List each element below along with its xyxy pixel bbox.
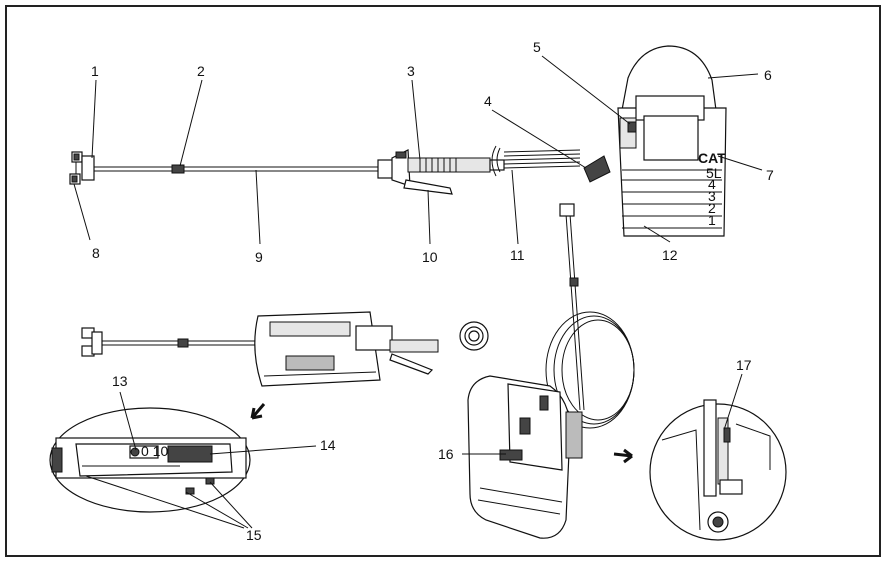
callout-5: 5 [533, 39, 541, 55]
arrow-detail-right [613, 448, 633, 464]
callout-6: 6 [764, 67, 772, 83]
tank-scale-5l: 5L [706, 165, 722, 181]
callout-10: 10 [422, 249, 438, 265]
tank-scale-2: 2 [708, 200, 716, 216]
hose-coil [491, 145, 581, 177]
leader-lines [73, 55, 763, 529]
callout-12: 12 [662, 247, 678, 263]
callout-17: 17 [736, 357, 752, 373]
callout-11: 11 [510, 247, 525, 263]
callout-16: 16 [438, 446, 454, 462]
tank: CAT 5L 4 3 2 1 [583, 45, 727, 237]
assembled-sprayer [81, 311, 489, 387]
tank-brand: CAT [698, 150, 726, 166]
detail-handle [167, 445, 213, 463]
gauge-label: 0 10 [141, 443, 168, 459]
tank-scale-3: 3 [708, 188, 716, 204]
arrow-detail-left [250, 403, 266, 420]
callout-2: 2 [197, 63, 205, 79]
lance-connector [171, 164, 185, 174]
callout-9: 9 [255, 249, 263, 265]
callout-8: 8 [92, 245, 100, 261]
callout-13: 13 [112, 373, 128, 389]
callout-14: 14 [320, 437, 336, 453]
filter-cap [583, 155, 611, 183]
spray-handle [377, 149, 505, 195]
tank-scale-1: 1 [708, 212, 716, 228]
callout-15: 15 [246, 527, 262, 543]
callout-numbers: 1 2 3 4 5 6 7 8 9 10 11 12 13 14 15 16 1… [91, 39, 774, 543]
callout-3: 3 [407, 63, 415, 79]
tank-latch [627, 121, 637, 133]
backpack-sprayer [467, 203, 635, 539]
tank-scale-4: 4 [708, 176, 716, 192]
callout-7: 7 [766, 167, 774, 183]
detail-circle-right [649, 399, 787, 541]
callout-4: 4 [484, 93, 492, 109]
bag-latch [499, 449, 523, 461]
wand-assembly [69, 145, 581, 195]
callout-1: 1 [91, 63, 99, 79]
detail-oval-left: 0 10 [49, 407, 251, 513]
nozzle-head [69, 151, 95, 185]
